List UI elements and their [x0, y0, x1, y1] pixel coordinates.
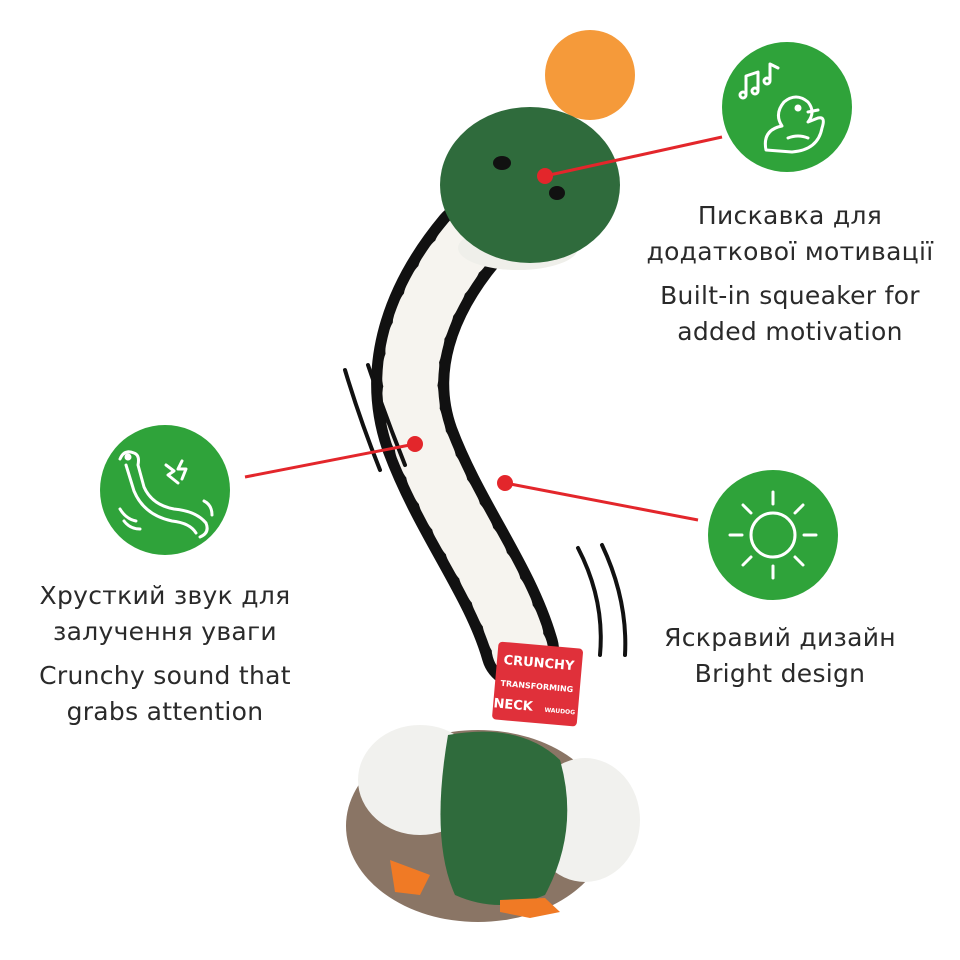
- pointer-bright: [497, 475, 699, 522]
- caption-crunchy-en-2: grabs attention: [66, 697, 264, 726]
- neck-label-tag: CRUNCHY TRANSFORMING NECK WAUDOG: [492, 641, 583, 727]
- pointer-crunchy: [244, 436, 423, 479]
- sun-icon: [708, 470, 838, 600]
- striped-neck: [371, 201, 559, 689]
- neck-label-brand: WAUDOG: [544, 707, 575, 717]
- caption-bright: Яскравий дизайн Bright design: [640, 620, 920, 692]
- caption-squeaker-uk-1: Пискавка для: [697, 201, 883, 230]
- neck-label-line1: CRUNCHY: [503, 653, 575, 674]
- toy-head: [440, 30, 635, 270]
- caption-bright-en-1: Bright design: [694, 659, 866, 688]
- crunchy-neck-icon: [100, 425, 230, 555]
- pointer-squeaker: [537, 135, 723, 184]
- caption-crunchy-uk-1: Хрусткий звук для: [39, 581, 291, 610]
- motion-lines-right: [576, 543, 628, 657]
- caption-squeaker-en-2: added motivation: [677, 317, 903, 346]
- caption-crunchy-en-1: Crunchy sound that: [39, 661, 291, 690]
- toy-body: [346, 725, 640, 922]
- caption-crunchy: Хрусткий звук для залучення уваги Crunch…: [15, 578, 315, 730]
- motion-lines-left: [343, 363, 407, 472]
- caption-bright-uk-1: Яскравий дизайн: [664, 623, 896, 652]
- duck-squeaker-icon: [722, 42, 852, 172]
- neck-label-line3: NECK: [493, 696, 534, 714]
- caption-squeaker-uk-2: додаткової мотивації: [646, 237, 934, 266]
- caption-squeaker: Пискавка для додаткової мотивації Built-…: [640, 198, 940, 350]
- caption-squeaker-en-1: Built-in squeaker for: [660, 281, 920, 310]
- caption-crunchy-uk-2: залучення уваги: [53, 617, 277, 646]
